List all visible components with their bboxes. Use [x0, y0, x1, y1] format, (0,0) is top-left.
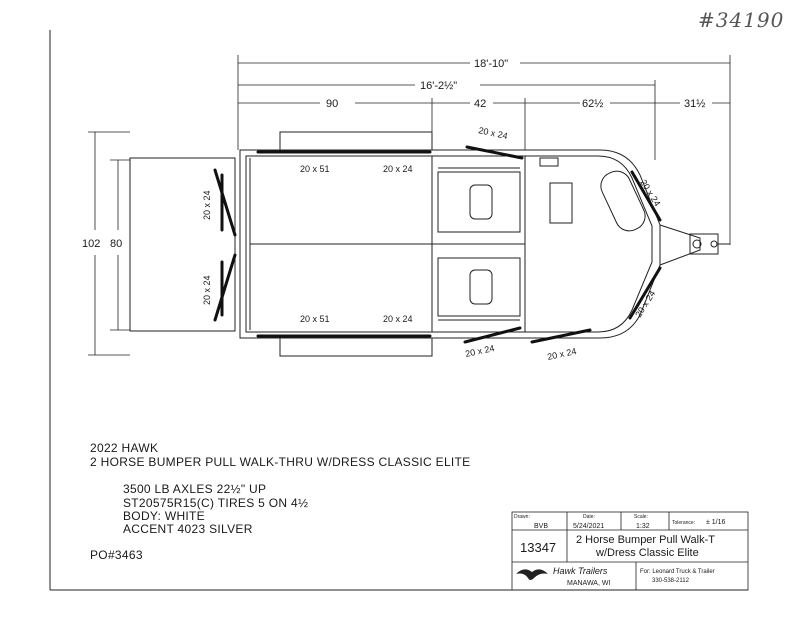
spec-accent-color: ACCENT 4023 SILVER [123, 522, 253, 536]
dim-seg-tongue: 31½ [684, 98, 705, 110]
dim-body-length: 16'-2½" [420, 80, 457, 92]
window-label-side-lower-left: 20 x 51 [300, 314, 330, 324]
dim-seg-rear: 90 [326, 98, 338, 110]
title-block: Drawn: BVB Date: 5/24/2021 Scale: 1:32 T… [511, 511, 749, 591]
dim-seg-front: 62½ [582, 98, 603, 110]
window-label-side-upper-right: 20 x 24 [383, 164, 413, 174]
dim-overall-length: 18'-10" [474, 58, 508, 70]
tb-scale-value: 1:32 [636, 523, 650, 530]
spec-body-color: BODY: WHITE [123, 509, 205, 523]
tb-tolerance-value: ± 1/16 [706, 519, 726, 526]
hawk-logo [516, 569, 548, 580]
tb-company-location: MANAWA, WI [567, 580, 610, 587]
handwritten-number: #34190 [698, 8, 785, 32]
dim-seg-mid: 42 [474, 98, 486, 110]
window-label-bottom-drop-left: 20 x 24 [464, 343, 495, 359]
window-label-side-lower-right: 20 x 24 [383, 314, 413, 324]
trailer-outline [129, 131, 730, 357]
tb-title-line2: w/Dress Classic Elite [595, 547, 699, 559]
tb-customer-line2: 330-538-2112 [652, 578, 690, 584]
tb-scale-label: Scale: [634, 514, 648, 520]
dim-width-inner: 80 [110, 238, 122, 250]
window-label-top-drop: 20 x 24 [478, 125, 509, 141]
spec-model-name: 2 HORSE BUMPER PULL WALK-THRU W/DRESS CL… [90, 455, 471, 469]
tb-company: Hawk Trailers [553, 566, 608, 576]
tb-date-value: 5/24/2021 [573, 523, 604, 530]
tb-drawing-number: 13347 [520, 540, 556, 555]
tb-tolerance-label: Tolerance: [672, 520, 695, 526]
spec-axles: 3500 LB AXLES 22½" UP [123, 482, 267, 496]
tb-drawn-value: BVB [534, 523, 548, 530]
dimension-lines [88, 55, 731, 356]
window-label-side-upper-left: 20 x 51 [300, 164, 330, 174]
tb-customer-line1: For: Leonard Truck & Trailer [640, 569, 715, 575]
dimension-labels: 18'-10" 16'-2½" 90 42 62½ 31½ 102 80 [82, 58, 705, 250]
window-bars [213, 145, 662, 344]
window-label-rear-lower: 20 x 24 [202, 275, 212, 305]
window-label-bottom-drop-right: 20 x 24 [546, 346, 577, 362]
window-label-rear-upper: 20 x 24 [202, 190, 212, 220]
tb-title-line1: 2 Horse Bumper Pull Walk-T [576, 534, 715, 546]
tb-drawn-label: Drawn: [514, 514, 530, 520]
dim-width-outer: 102 [82, 238, 100, 250]
spec-tires: ST20575R15(C) TIRES 5 ON 4½ [123, 496, 309, 510]
spec-po-number: PO#3463 [90, 548, 143, 562]
spec-model-year: 2022 HAWK [90, 441, 159, 455]
tb-date-label: Date: [583, 514, 595, 520]
